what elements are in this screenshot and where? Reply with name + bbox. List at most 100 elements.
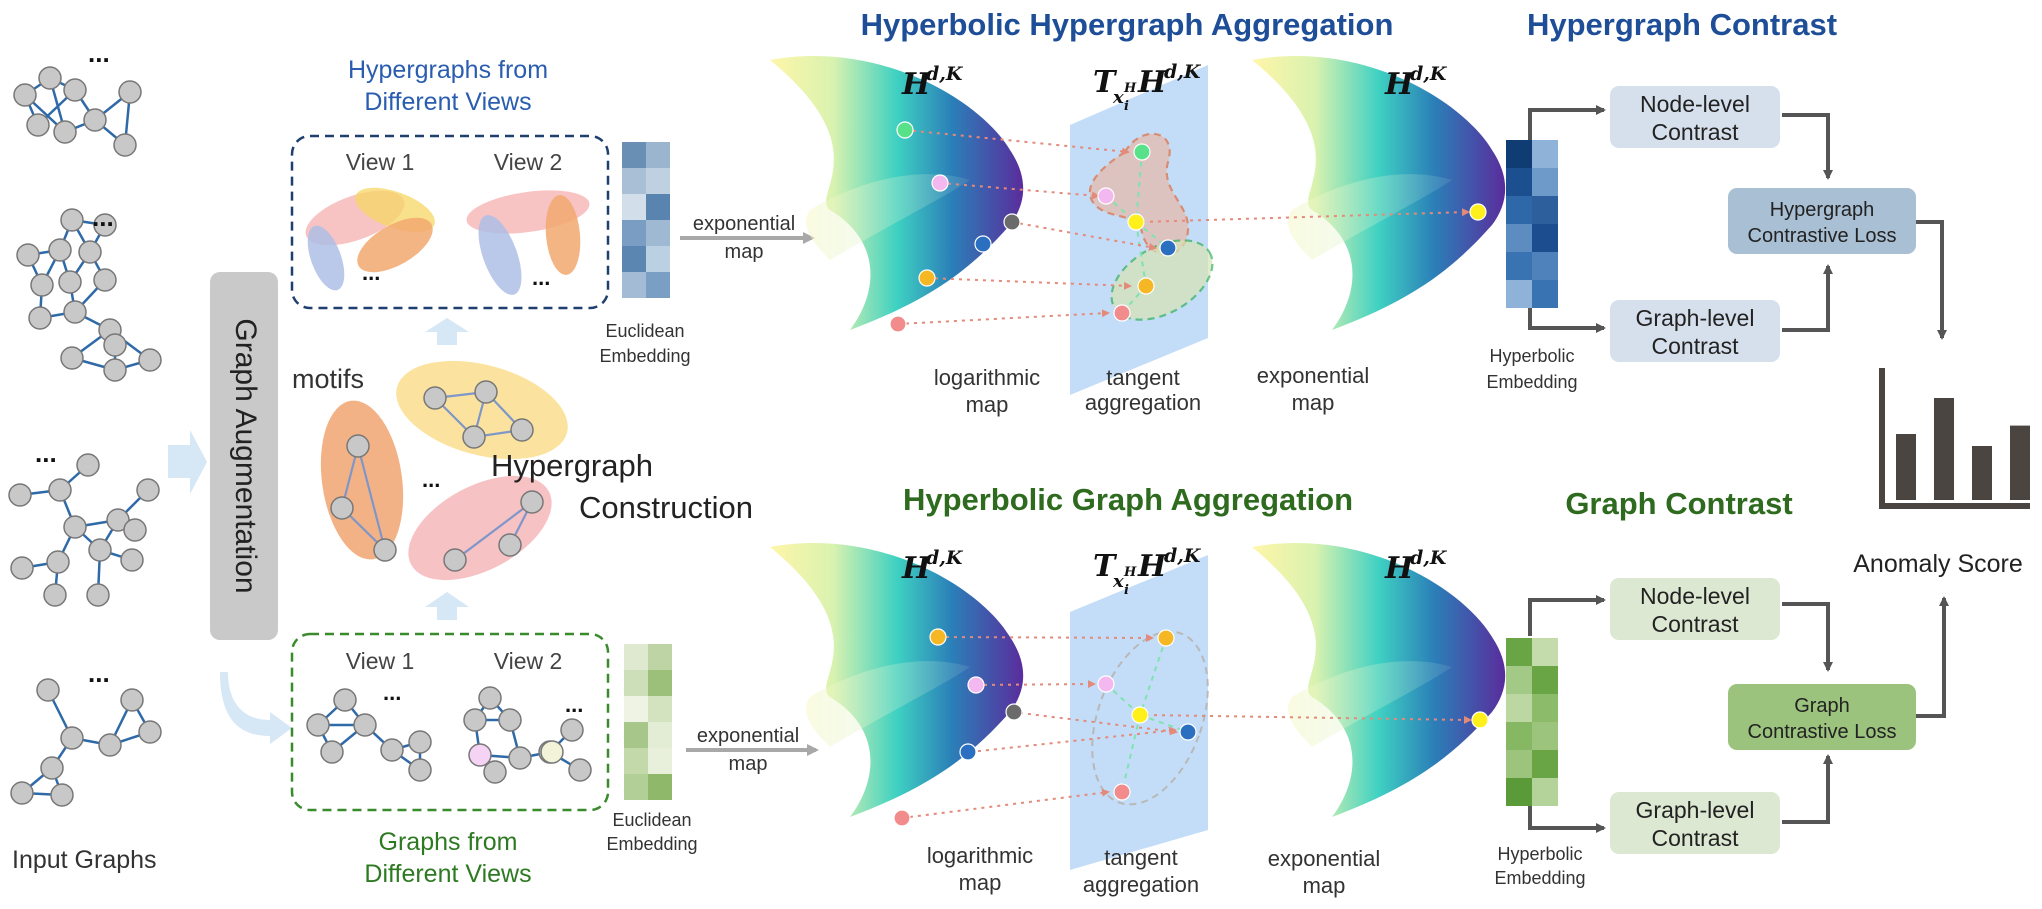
embedding-point: [1469, 203, 1487, 221]
graph-view2-ellipsis: ...: [565, 692, 583, 717]
exp-map-manifold-top-line2: map: [1292, 390, 1335, 415]
svg-text:H: H: [901, 67, 932, 102]
embedding-point: [1159, 239, 1177, 257]
input-graphs-ellipsis-3: ...: [35, 438, 57, 468]
svg-text:Contrast: Contrast: [1652, 333, 1740, 359]
graph-node: [306, 713, 330, 737]
graph-node: [93, 213, 117, 237]
graph-node: [136, 478, 160, 502]
graph-node: [30, 273, 54, 297]
svg-text:H: H: [1384, 67, 1415, 102]
embedding-point: [893, 809, 911, 827]
svg-text:T: T: [1093, 65, 1118, 100]
graph-contrastive-loss-box: Graph Contrastive Loss: [1728, 684, 1916, 750]
svg-text:i: i: [1124, 99, 1129, 114]
motif-orange: [320, 400, 404, 560]
embedding-point: [929, 628, 947, 646]
log-map-top-line1: logarithmic: [934, 365, 1040, 390]
anomaly-bar: [1896, 434, 1916, 500]
title-hyperbolic-hypergraph-aggregation: Hyperbolic Hypergraph Aggregation: [861, 7, 1394, 42]
hyperbolic-bottom-label-line1: Hyperbolic: [1497, 844, 1582, 864]
arrow-augmentation-to-graph-views: [220, 672, 292, 744]
hypergraph-view1-label: View 1: [346, 149, 415, 175]
exp-map-top-line1: exponential: [693, 213, 795, 235]
arrow-up-to-hypergraph-views: [425, 318, 469, 345]
euclidean-embedding-top: [622, 142, 670, 298]
graph-node: [43, 583, 67, 607]
svg-text:Contrastive Loss: Contrastive Loss: [1748, 721, 1897, 743]
graph-node: [48, 238, 72, 262]
tangent-bottom-ellipse: [1091, 630, 1209, 806]
graph-node: [88, 538, 112, 562]
input-graphs-ellipsis-2: ...: [92, 202, 114, 232]
hypergraph-view1-hyperedges: [305, 187, 435, 291]
graph-node: [48, 478, 72, 502]
embedding-point: [1157, 629, 1175, 647]
svg-text:d,K: d,K: [926, 547, 964, 569]
svg-text:Node-level: Node-level: [1640, 91, 1750, 117]
graph-level-contrast-bottom: Graph-level Contrast: [1610, 792, 1780, 854]
exp-map-manifold-top-line1: exponential: [1257, 363, 1370, 388]
embedding-point: [1113, 783, 1131, 801]
svg-text:H: H: [1123, 81, 1137, 96]
graph-node: [28, 306, 52, 330]
manifold-top-1: [770, 56, 1024, 330]
input-graphs-label: Input Graphs: [12, 846, 157, 874]
svg-text:H: H: [901, 551, 932, 586]
graph-node: [120, 688, 144, 712]
graph-node: [63, 78, 87, 102]
graph-node: [408, 730, 432, 754]
graph-node: [36, 678, 60, 702]
svg-text:Contrastive Loss: Contrastive Loss: [1748, 225, 1897, 247]
manifold-fold: [806, 661, 970, 747]
motif-node: [520, 490, 544, 514]
graph-node: [13, 83, 37, 107]
hyperbolic-manifolds: [770, 56, 1506, 817]
graph-views-title-line2: Different Views: [364, 860, 531, 888]
graph-node: [60, 208, 84, 232]
log-map-bottom-line2: map: [959, 870, 1002, 895]
hypergraph-view2-label: View 2: [494, 149, 563, 175]
euclidean-bottom-label-line2: Embedding: [606, 834, 697, 854]
anomaly-score-label: Anomaly Score: [1853, 550, 2023, 578]
graph-node: [120, 548, 144, 572]
node-level-contrast-top: Node-level Contrast: [1610, 86, 1780, 148]
graph-node: [103, 358, 127, 382]
anomaly-chart-axes: [1879, 368, 2030, 509]
arrow-to-augmentation: [168, 430, 207, 494]
hypergraph-contrastive-loss-box: Hypergraph Contrastive Loss: [1728, 188, 1916, 254]
manifold-fold: [1288, 174, 1452, 260]
graph-node: [63, 515, 87, 539]
node-level-contrast-bottom: Node-level Contrast: [1610, 578, 1780, 640]
embedding-point: [1003, 213, 1021, 231]
hypergraph-views-box: [290, 134, 610, 310]
tangent-hyperedge-green: [1110, 239, 1214, 321]
motif-node: [474, 380, 498, 404]
contrast-arrows: [1528, 105, 1949, 833]
graph-node: [103, 333, 127, 357]
euclidean-top-label-line1: Euclidean: [605, 321, 684, 341]
log-map-bottom-line1: logarithmic: [927, 843, 1033, 868]
hypergraph-views-title-line2: Different Views: [364, 88, 531, 116]
hypergraph-view1-ellipsis: ...: [362, 260, 380, 285]
graph-node: [508, 746, 532, 770]
motif-node: [373, 538, 397, 562]
graph-node: [333, 688, 357, 712]
svg-text:T: T: [1093, 549, 1118, 584]
graph-node: [50, 783, 74, 807]
anomaly-bar: [1972, 446, 1992, 500]
embedding-point: [896, 121, 914, 139]
highlighted-node-yellow: [540, 740, 564, 764]
svg-text:H: H: [1137, 65, 1168, 100]
graph-level-contrast-top: Graph-level Contrast: [1610, 300, 1780, 362]
motif-node: [462, 425, 486, 449]
graph-node: [478, 686, 502, 710]
svg-text:Contrast: Contrast: [1652, 611, 1740, 637]
tangent-agg-top-line1: tangent: [1106, 365, 1179, 390]
embedding-point: [1179, 723, 1197, 741]
graph-node: [320, 740, 344, 764]
graph-node: [380, 738, 404, 762]
hyperbolic-embedding-bottom: [1506, 638, 1558, 806]
